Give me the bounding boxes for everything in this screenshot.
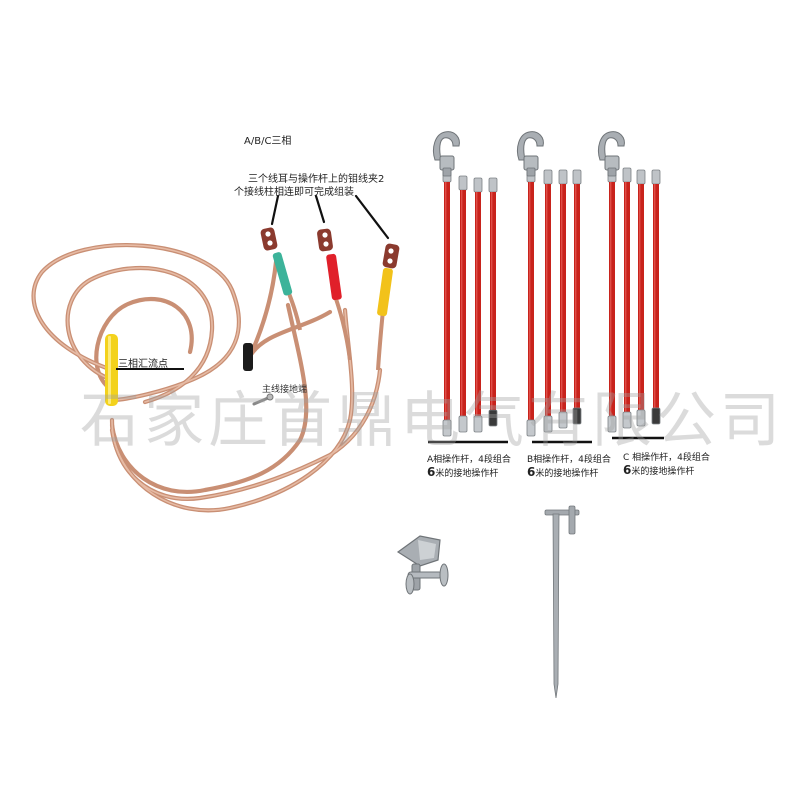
- rod-segment: [543, 169, 553, 433]
- phase-b-lead: [317, 228, 352, 361]
- rod-segment: [473, 177, 483, 433]
- rod-segment: [458, 175, 468, 433]
- instruction-line-1: 三个线耳与操作杆上的钼线夹2: [248, 174, 385, 185]
- rod-set-c-caption: C 相操作杆，4段组合 6米的接地操作杆: [623, 453, 710, 477]
- ground-stake: [544, 505, 580, 699]
- rod-segment: [636, 169, 646, 427]
- hook-head: [597, 131, 625, 177]
- wire-clamp: [396, 535, 449, 595]
- rod-set-b: [516, 131, 582, 437]
- junction-point-label: 三相汇流点: [118, 359, 168, 370]
- rod-set-b-caption: B相操作杆，4段组合 6米的接地操作杆: [527, 455, 611, 479]
- rod-segment: [622, 167, 632, 429]
- copper-ground-cable: [31, 242, 383, 513]
- main-ground-lug: [252, 393, 274, 406]
- hook-head: [432, 131, 460, 177]
- phase-title: A/B/C三相: [244, 136, 292, 147]
- phase-c-lead: [376, 243, 400, 371]
- rod-set-a-caption: A相操作杆，4段组合 6米的接地操作杆: [427, 455, 511, 479]
- phase-a-lead: [260, 227, 302, 331]
- operating-rod-sets: [432, 131, 661, 437]
- rod-segment: [488, 177, 498, 427]
- instruction-line-2: 个接线柱相连即可完成组装: [234, 187, 354, 198]
- rod-segment: [651, 169, 661, 425]
- rod-segment: [572, 169, 582, 425]
- rod-set-a: [432, 131, 498, 437]
- rod-segment: [558, 169, 568, 429]
- junction-sleeve: [105, 334, 118, 406]
- rod-set-c: [597, 131, 661, 433]
- rod-set-underlines: [428, 436, 664, 444]
- main-ground-end-label: 主线接地端: [262, 385, 308, 395]
- company-watermark: 石家庄首鼎电气有限公司: [80, 386, 784, 456]
- instruction-pointers: [270, 194, 390, 240]
- black-sleeve: [243, 343, 253, 371]
- hook-head: [516, 131, 544, 177]
